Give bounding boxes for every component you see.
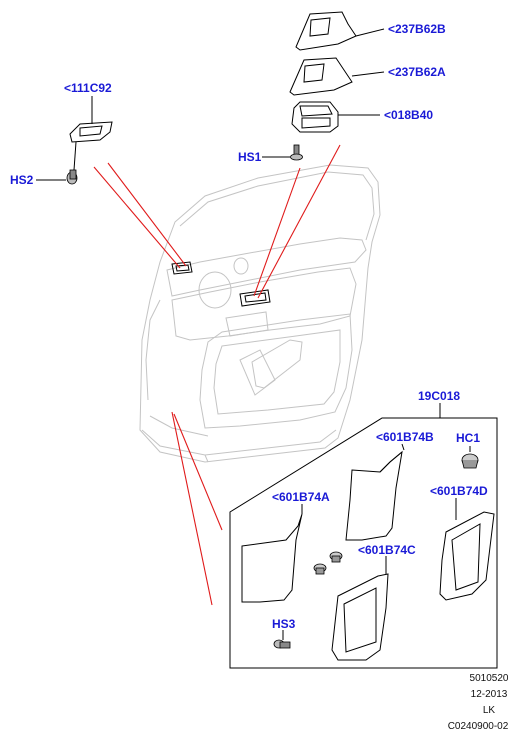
- retainer-clips: [313, 551, 343, 575]
- footer-ref-number: 5010520: [470, 673, 509, 684]
- footer-initials: LK: [483, 705, 496, 716]
- label-018b40: <018B40: [384, 108, 433, 122]
- footer-drawing-code: C0240900-02: [448, 721, 509, 732]
- label-601b74d: <601B74D: [430, 484, 488, 498]
- label-237b62b: <237B62B: [388, 22, 446, 36]
- label-601b74a: <601B74A: [272, 490, 330, 504]
- trim-601b74c: [331, 556, 389, 661]
- screw-hs1: [262, 144, 303, 161]
- switch-bezel-upper: [295, 11, 385, 51]
- label-19c018: 19C018: [418, 389, 460, 403]
- label-601b74c: <601B74C: [358, 543, 416, 557]
- lock-switch: [69, 96, 113, 171]
- screw-hs3: [273, 630, 291, 649]
- trim-601b74a: [241, 504, 303, 603]
- footer-date: 12-2013: [471, 689, 508, 700]
- label-hs3: HS3: [272, 617, 296, 631]
- clip-hc1: [461, 446, 479, 469]
- label-237b62a: <237B62A: [388, 65, 446, 79]
- label-hs1: HS1: [238, 150, 262, 164]
- locator-lines: [93, 144, 341, 606]
- label-hs2: HS2: [10, 173, 34, 187]
- kit-frame: [229, 403, 498, 669]
- label-111c92: <111C92: [64, 81, 112, 95]
- door-trim-panel: [139, 164, 381, 463]
- trim-601b74b: [345, 443, 405, 541]
- trim-601b74d: [439, 498, 495, 601]
- switch-bezel-lower: [289, 57, 385, 96]
- label-hc1: HC1: [456, 431, 480, 445]
- window-switch: [291, 101, 380, 133]
- label-601b74b: <601B74B: [376, 430, 434, 444]
- screw-hs2: [36, 169, 78, 185]
